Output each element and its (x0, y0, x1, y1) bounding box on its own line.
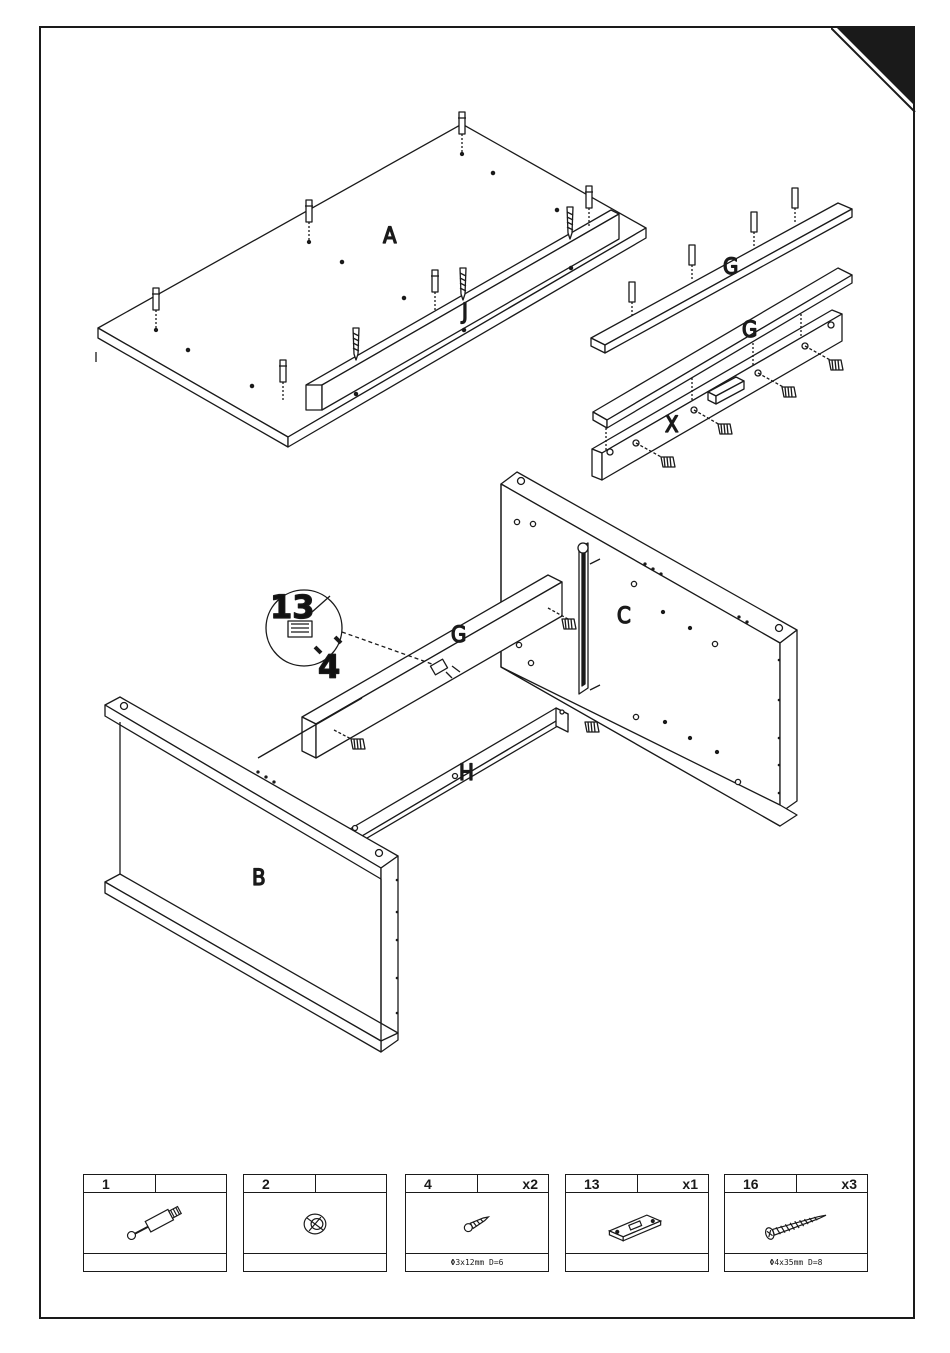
callout-part-4: 4 (318, 648, 340, 686)
part-spec (84, 1253, 226, 1271)
short-screw-icon (406, 1193, 548, 1254)
part-spec (244, 1253, 386, 1271)
callout-part-13: 13 (270, 588, 315, 626)
label-panel-x: X (665, 413, 679, 438)
part-number: 4 (424, 1176, 432, 1192)
part-13: 13 x1 (565, 1174, 709, 1272)
part-16: 16 x3 Φ4x35mm D=8 (724, 1174, 868, 1272)
part-number: 2 (262, 1176, 270, 1192)
part-number: 1 (102, 1176, 110, 1192)
label-panel-j: J (460, 300, 468, 325)
panel-a (98, 124, 646, 447)
part-2: 2 (243, 1174, 387, 1272)
part-number: 13 (584, 1176, 600, 1192)
part-1: 1 (83, 1174, 227, 1272)
label-panel-a: A (383, 224, 397, 249)
part-qty: x1 (682, 1176, 698, 1192)
part-4: 4 x2 Φ3x12mm D=6 (405, 1174, 549, 1272)
label-panel-g-center: G (451, 623, 466, 648)
part-spec: Φ3x12mm D=6 (406, 1253, 548, 1271)
label-panel-b: B (252, 866, 266, 891)
part-spec: Φ4x35mm D=8 (725, 1253, 867, 1271)
label-panel-c: C (617, 604, 631, 629)
panel-c (501, 472, 797, 826)
cam-lock-icon (244, 1193, 386, 1254)
part-qty: x2 (522, 1176, 538, 1192)
cam-dowel-icon (84, 1193, 226, 1254)
label-panel-g-top: G (723, 255, 738, 280)
part-number: 16 (743, 1176, 759, 1192)
long-screw-icon (725, 1193, 867, 1254)
part-spec (566, 1253, 708, 1271)
label-panel-g-middle: G (742, 318, 757, 343)
drawer-bracket-icon (566, 1193, 708, 1254)
part-qty: x3 (841, 1176, 857, 1192)
label-panel-h: H (459, 761, 474, 786)
